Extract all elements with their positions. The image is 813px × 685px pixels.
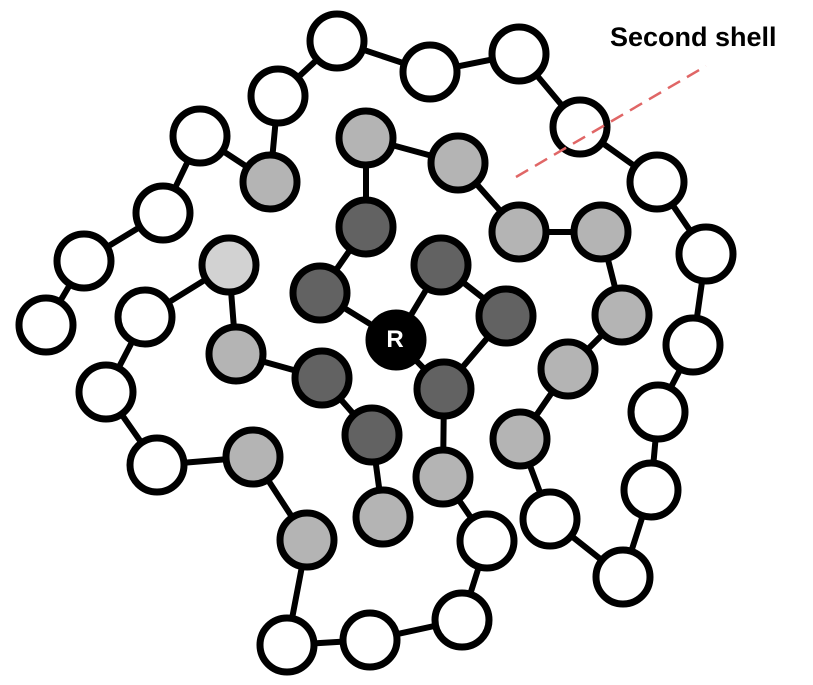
outer-bead [626,151,688,213]
second-shell-bead [198,234,260,296]
second-shell-bead [591,284,653,346]
outer-bead [592,546,654,608]
second-shell-bead [489,408,551,470]
second-shell-bead [570,201,632,263]
outer-bead [247,65,309,127]
second-shell-bead [239,151,301,213]
outer-bead [675,223,737,285]
second-shell-bead [276,509,338,571]
outer-bead [456,510,518,572]
outer-bead [627,381,689,443]
first-shell-bead [291,347,353,409]
first-shell-bead [341,404,403,466]
first-shell-bead [410,234,472,296]
second-shell-bead [335,107,397,169]
outer-bead [256,614,318,676]
bead-layer [15,10,737,676]
first-shell-bead [289,262,351,324]
outer-bead [549,96,611,158]
second-shell-label: Second shell [610,22,777,52]
second-shell-bead [205,323,267,385]
second-shell-bead [427,132,489,194]
center-bead-label: R [386,326,403,353]
first-shell-bead [413,358,475,420]
outer-bead [431,589,493,651]
outer-bead [519,488,581,550]
outer-bead [132,182,194,244]
outer-bead [488,23,550,85]
first-shell-bead [335,196,397,258]
second-shell-bead [488,201,550,263]
outer-bead [75,361,137,423]
second-shell-bead [412,446,474,508]
center-bead [365,309,427,371]
outer-bead [620,459,682,521]
second-shell-bead [537,338,599,400]
outer-bead [126,434,188,496]
outer-bead [53,230,115,292]
first-shell-bead [475,285,537,347]
second-shell-bead [222,426,284,488]
second-shell-bead [352,486,414,548]
second-shell-pointer [515,64,707,179]
outer-bead [662,314,724,376]
outer-bead [339,609,401,671]
outer-bead [399,41,461,103]
outer-bead [114,286,176,348]
outer-bead [306,10,368,72]
outer-bead [169,105,231,167]
outer-bead [15,294,77,356]
